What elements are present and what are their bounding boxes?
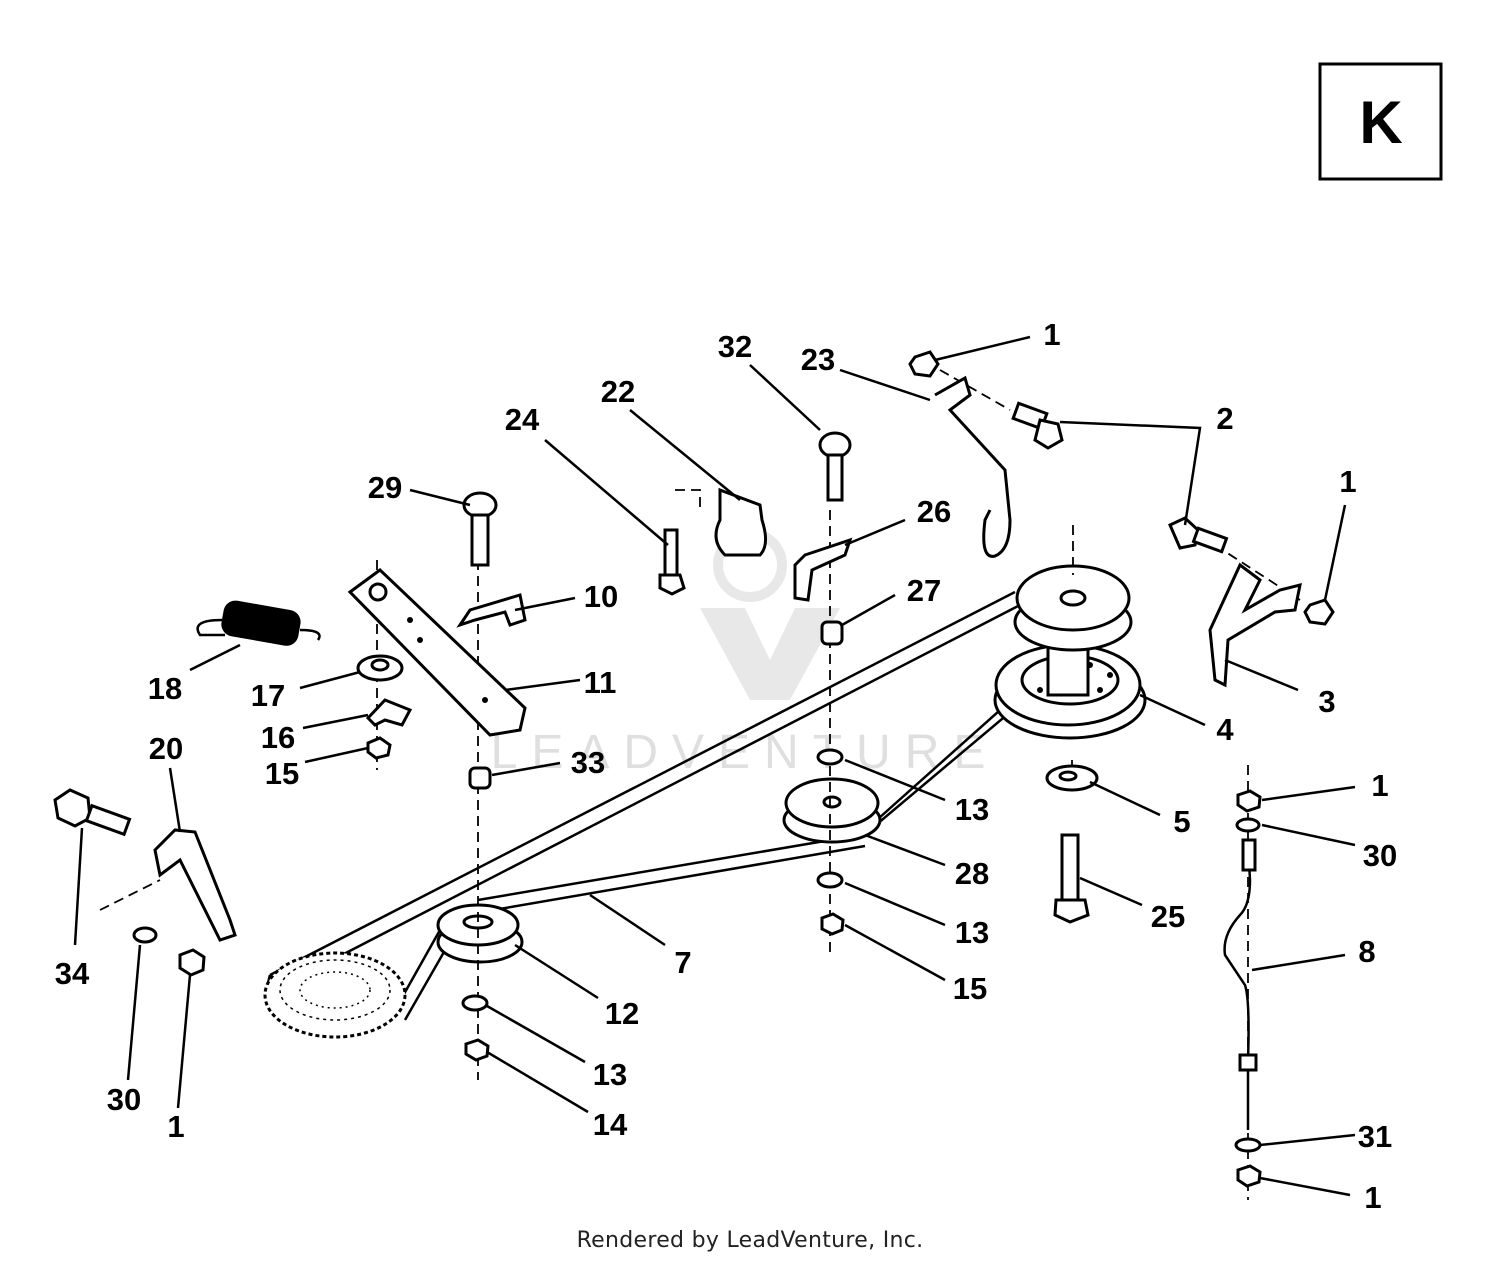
callout-label: 7 <box>674 945 691 980</box>
callout-label: 32 <box>718 329 752 364</box>
callout-label: 1 <box>1364 1180 1381 1215</box>
callout-label: 8 <box>1358 934 1375 969</box>
callout-label: 10 <box>584 579 618 614</box>
callout-label: 4 <box>1216 712 1234 747</box>
callout-label: 24 <box>505 402 540 437</box>
callout-label: 13 <box>955 792 989 827</box>
callout-label: 3 <box>1318 684 1335 719</box>
leader-lines <box>73 335 1356 1197</box>
callout-label: 1 <box>1043 317 1060 352</box>
callout-label: 30 <box>1363 838 1397 873</box>
callout-label: 1 <box>1339 464 1356 499</box>
callout-label: 18 <box>148 671 182 706</box>
double-pulley-4 <box>993 564 1147 740</box>
section-letter: K <box>1359 89 1402 156</box>
callout-label: 27 <box>907 573 941 608</box>
callout-label: 28 <box>955 856 989 891</box>
callout-label: 5 <box>1173 804 1190 839</box>
section-box <box>1318 62 1443 181</box>
callout-labels: 1 23 32 2 22 24 1 29 26 10 27 3 18 17 11… <box>55 317 1397 1215</box>
idler-pulley-12 <box>436 903 524 964</box>
callout-label: 30 <box>107 1082 141 1117</box>
callout-label: 17 <box>251 678 285 713</box>
callout-label: 29 <box>368 470 402 505</box>
callout-label: 20 <box>149 731 183 766</box>
callout-label: 13 <box>593 1057 627 1092</box>
callout-label: 22 <box>601 374 635 409</box>
callout-label: 15 <box>953 971 987 1006</box>
idler-pulley-28 <box>782 777 882 844</box>
callout-label: 26 <box>917 494 951 529</box>
svg-text:LEADVENTURE: LEADVENTURE <box>491 726 1000 779</box>
callout-label: 11 <box>584 665 617 700</box>
callout-label: 12 <box>605 996 639 1031</box>
callout-label: 2 <box>1216 401 1233 436</box>
callout-label: 33 <box>571 745 605 780</box>
drive-belt <box>267 590 1123 1027</box>
callout-label: 14 <box>593 1107 628 1142</box>
callout-label: 1 <box>167 1109 184 1144</box>
callout-label: 23 <box>801 342 835 377</box>
callout-label: 13 <box>955 915 989 950</box>
callout-label: 31 <box>1358 1119 1392 1154</box>
callout-label: 15 <box>265 756 299 791</box>
engine-pulley <box>263 951 407 1039</box>
callout-label: 16 <box>261 720 295 755</box>
footer-credit: Rendered by LeadVenture, Inc. <box>576 1228 924 1253</box>
callout-label: 25 <box>1151 899 1185 934</box>
callout-label: 1 <box>1371 768 1388 803</box>
hardware-parts <box>53 350 1335 1188</box>
callout-label: 34 <box>55 956 90 991</box>
